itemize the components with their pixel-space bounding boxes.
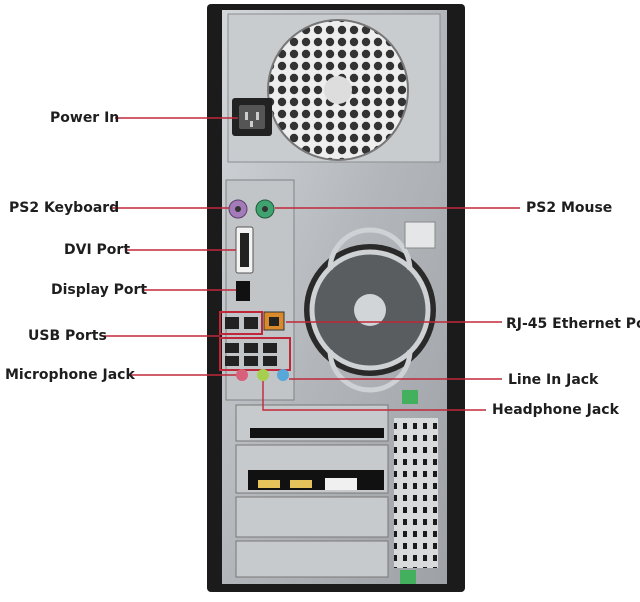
latch-icon	[400, 570, 416, 584]
latch-icon	[402, 390, 418, 404]
leader-lines	[104, 117, 520, 411]
label-ps2-mouse: PS2 Mouse	[526, 200, 613, 216]
usb-ports-icon	[219, 311, 291, 371]
vent-slots	[394, 418, 438, 568]
label-ps2-keyboard: PS2 Keyboard	[9, 200, 120, 216]
label-rj45-ethernet: RJ-45 Ethernet Po	[506, 316, 640, 332]
label-microphone-jack: Microphone Jack	[5, 367, 135, 383]
label-dvi-port: DVI Port	[64, 242, 131, 258]
line-in-jack-icon	[277, 369, 289, 381]
headphone-jack-icon	[257, 369, 269, 381]
power-socket-icon	[232, 98, 272, 136]
label-power-in: Power In	[50, 110, 120, 126]
label-headphone-jack: Headphone Jack	[492, 402, 619, 418]
mic-jack-icon	[236, 369, 248, 381]
expansion-slot-3	[235, 496, 389, 538]
label-display-port: Display Port	[51, 282, 148, 298]
label-usb-ports: USB Ports	[28, 328, 107, 344]
displayport-icon	[236, 281, 250, 301]
expansion-slot-4	[235, 540, 389, 578]
label-line-in-jack: Line In Jack	[508, 372, 599, 388]
